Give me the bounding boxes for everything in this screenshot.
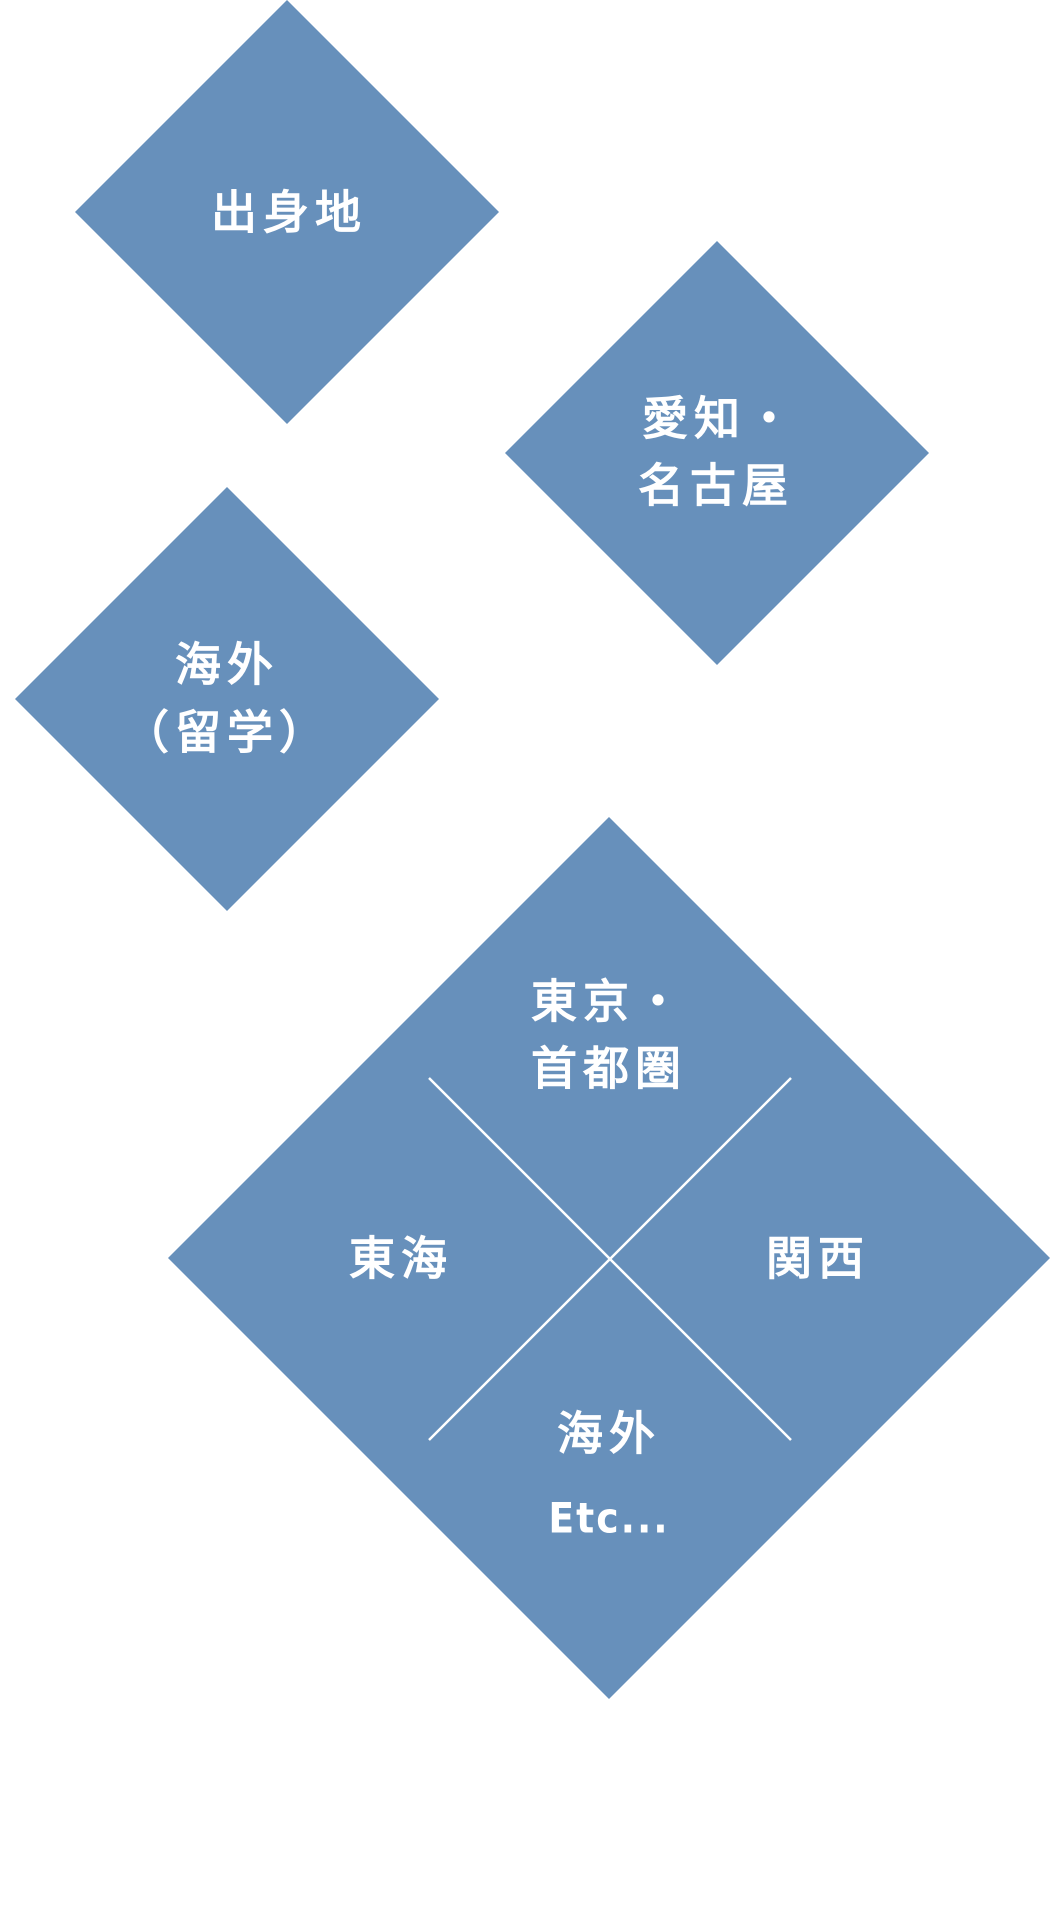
diamond-aichi: 愛知・ 名古屋	[505, 241, 929, 665]
region-top-line2: 首都圏	[531, 1042, 687, 1096]
region-top-line1: 東京・	[531, 975, 687, 1029]
region-left-label: 東海	[349, 1232, 453, 1286]
diamond-overseas-study: 海外 （留学）	[15, 487, 439, 911]
diamond-origin-shape	[75, 0, 499, 424]
region-bottom-line2: Etc...	[548, 1494, 669, 1543]
region-divider-diagonal-2	[428, 1077, 792, 1441]
diamond-overseas-study-line1: 海外	[175, 638, 279, 692]
diamond-aichi-line1: 愛知・	[642, 392, 798, 446]
diamond-overseas-study-shape	[15, 487, 439, 911]
diamond-aichi-line2: 名古屋	[638, 459, 794, 513]
diamond-origin: 出身地	[75, 0, 499, 424]
region-bottom-line1: 海外	[557, 1407, 661, 1461]
diamond-origin-label: 出身地	[211, 186, 367, 240]
region-map-diamond: 東京・ 首都圏 東海 関西 海外 Etc...	[168, 817, 1050, 1699]
region-right-label: 関西	[766, 1232, 870, 1286]
diamond-aichi-shape	[505, 241, 929, 665]
diamond-overseas-study-line2: （留学）	[123, 706, 331, 760]
